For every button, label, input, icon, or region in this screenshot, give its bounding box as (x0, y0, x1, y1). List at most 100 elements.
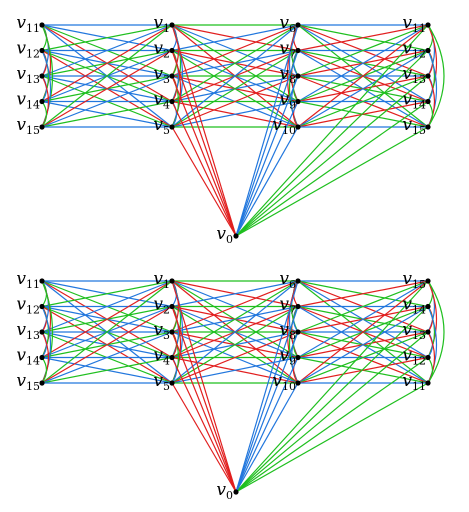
label-letter: v (402, 295, 412, 315)
vertex (39, 22, 45, 28)
edge (235, 357, 429, 493)
vertex (425, 124, 431, 130)
label-letter: v (153, 320, 163, 340)
vertex-label: v15 (16, 371, 40, 393)
vertex (425, 22, 431, 28)
vertex-label: v1 (153, 13, 170, 35)
label-subscript: 6 (289, 278, 296, 291)
vertex-bottom (233, 489, 239, 495)
vertex-label: v2 (153, 39, 170, 61)
label-letter: v (279, 90, 289, 110)
vertex-label: v9 (279, 346, 296, 368)
vertex-label: v11 (402, 371, 426, 393)
label-letter: v (16, 64, 26, 84)
vertex (39, 98, 45, 105)
edge (171, 331, 237, 493)
vertex (169, 380, 175, 386)
edge (41, 100, 173, 128)
vertex-label: v3 (153, 64, 170, 86)
vertex (39, 124, 45, 130)
edge-layer (41, 280, 445, 493)
label-subscript: 3 (163, 329, 170, 342)
edge (235, 126, 299, 237)
label-letter: v (16, 371, 26, 391)
label-letter: v (153, 269, 163, 289)
edge (171, 24, 299, 77)
edge (171, 126, 237, 237)
vertex-label: v15 (402, 115, 426, 137)
vertex (39, 73, 45, 79)
label-subscript: 14 (26, 355, 40, 368)
vertex-label: v10 (272, 115, 296, 137)
label-letter: v (279, 13, 289, 33)
vertex (425, 98, 431, 105)
vertex-layer (39, 22, 431, 239)
label-letter: v (16, 13, 26, 33)
label-letter: v (279, 64, 289, 84)
vertex (425, 303, 431, 310)
label-letter: v (216, 480, 226, 500)
vertex (425, 354, 431, 361)
edge (171, 280, 299, 308)
edge (41, 280, 173, 384)
label-subscript: 11 (26, 278, 40, 291)
vertex (39, 303, 45, 310)
vertex (169, 303, 175, 310)
vertex-label: v6 (279, 269, 296, 291)
edge (297, 24, 429, 128)
vertex-label: v12 (16, 39, 40, 61)
label-letter: v (16, 320, 26, 340)
edge (235, 50, 299, 237)
label-subscript: 0 (226, 233, 233, 246)
edge (235, 331, 429, 493)
label-subscript: 11 (26, 22, 40, 35)
edge (297, 331, 429, 384)
label-letter: v (216, 224, 226, 244)
edge (235, 382, 299, 493)
edge (171, 24, 237, 237)
edge (297, 24, 429, 77)
edge (171, 24, 299, 103)
edge (171, 331, 299, 384)
edge (235, 126, 429, 237)
label-subscript: 4 (163, 99, 170, 112)
vertex-label: v6 (279, 13, 296, 35)
label-letter: v (16, 269, 26, 289)
label-subscript: 15 (412, 278, 426, 291)
edge (171, 356, 299, 384)
edge (297, 356, 429, 384)
vertex-label: v5 (153, 371, 170, 393)
edge-arc (41, 357, 48, 384)
label-subscript: 10 (282, 380, 296, 393)
edge-arc (41, 101, 48, 128)
label-subscript: 12 (26, 304, 40, 317)
edge (41, 75, 173, 128)
label-subscript: 0 (226, 489, 233, 502)
edge (297, 280, 429, 384)
vertex (39, 278, 45, 284)
edge (41, 24, 173, 128)
edge (297, 24, 429, 52)
vertex (295, 278, 301, 284)
vertex-label: v7 (279, 295, 296, 317)
vertex (425, 47, 431, 54)
label-subscript: 15 (26, 124, 40, 137)
edge (297, 280, 429, 308)
edge (235, 75, 299, 237)
vertex-label-bottom: v0 (216, 224, 233, 246)
vertex (169, 124, 175, 130)
vertex (169, 98, 175, 105)
edge (235, 24, 299, 237)
edge (235, 382, 429, 493)
label-subscript: 11 (412, 380, 426, 393)
diagram-1: v11v12v13v14v15v1v2v3v4v5v6v7v8v9v10v11v… (16, 13, 445, 246)
vertex (295, 354, 301, 361)
label-letter: v (16, 115, 26, 135)
label-letter: v (402, 39, 412, 59)
label-layer: v11v12v13v14v15v1v2v3v4v5v6v7v8v9v10v15v… (16, 269, 426, 502)
vertex (425, 380, 431, 386)
label-letter: v (279, 295, 289, 315)
edge (171, 280, 299, 333)
edge-arc (427, 357, 434, 384)
